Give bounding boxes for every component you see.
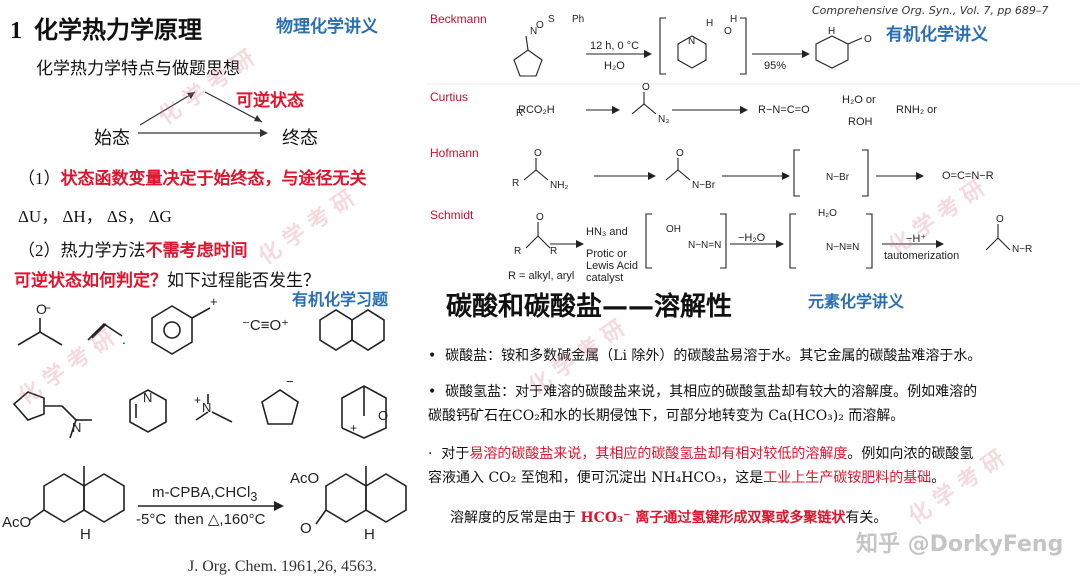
bullet-4: 溶解度的反常是由于 HCO₃⁻ 离子通过氢键形成双聚或多聚链状有关。 xyxy=(450,510,888,526)
bullet-3: · 对于易溶的碳酸盐来说，其相应的碳酸氢盐却有相对较低的溶解度。例如向浓的碳酸氢… xyxy=(428,446,974,486)
reversible-state-label: 可逆状态 xyxy=(236,91,304,110)
svg-text:O: O xyxy=(996,214,1004,225)
svg-text:N−Br: N−Br xyxy=(826,172,850,183)
svg-text:N−R: N−R xyxy=(1012,244,1032,255)
svg-text:O: O xyxy=(642,82,650,93)
svg-text:N: N xyxy=(143,390,152,405)
svg-text:H: H xyxy=(828,26,835,37)
beckmann-cond-2: H₂O xyxy=(604,60,625,72)
svg-text:R: R xyxy=(550,246,557,257)
tag-organic-notes: 有机化学讲义 xyxy=(886,25,988,45)
rxn-hofmann: Hofmann xyxy=(430,146,479,160)
svg-text:R: R xyxy=(516,108,523,119)
rxn-schmidt: Schmidt xyxy=(430,208,474,222)
h-left: H xyxy=(80,526,91,543)
svg-text:Ph: Ph xyxy=(572,14,584,25)
schmidt-taut: tautomerization xyxy=(884,250,960,262)
svg-text:+: + xyxy=(350,421,357,435)
section-heading: 1 化学热力学原理 xyxy=(10,10,202,45)
tag-inorganic: 元素化学讲义 xyxy=(808,292,905,311)
tag-physchem: 物理化学讲义 xyxy=(276,17,378,37)
svg-text:O: O xyxy=(536,212,544,223)
svg-text:O: O xyxy=(676,148,684,159)
svg-text:S: S xyxy=(548,14,555,25)
beckmann-yield: 95% xyxy=(764,60,787,72)
schmidt-cond-2: Protic or xyxy=(586,248,627,260)
ion-co: ⁻C≡O⁺ xyxy=(242,317,290,334)
schmidt-cond-4: catalyst xyxy=(586,272,624,284)
state-arrows xyxy=(138,91,268,137)
svg-text:O: O xyxy=(724,26,732,37)
svg-text:N: N xyxy=(530,26,537,37)
schmidt-h: −H⁺ xyxy=(906,233,927,245)
citation: J. Org. Chem. 1961,26, 4563. xyxy=(188,558,378,575)
rxn-beckmann: Beckmann xyxy=(430,12,487,26)
svg-text:OH: OH xyxy=(666,224,681,235)
named-reactions-scheme: N O S Ph H O H N H O O N₃ O NH₂ O N−Br N… xyxy=(426,14,1080,269)
curtius-prod: RNH₂ or xyxy=(896,104,937,116)
schmidt-r: R = alkyl, aryl xyxy=(508,270,575,282)
svg-text:N₃: N₃ xyxy=(658,114,669,125)
bullet-2: • 碳酸氢盐：对于难溶的碳酸盐来说，其相应的碳酸氢盐却有较大的溶解度。例如难溶的… xyxy=(428,384,978,424)
svg-text:H₂O: H₂O xyxy=(818,208,837,219)
question-line: 可逆状态如何判定？如下过程能否发生？ xyxy=(14,271,320,290)
left-panel: 1 化学热力学原理 物理化学讲义 化学热力学特点与做题思想 可逆状态 始态 终态… xyxy=(0,0,440,585)
svg-text:H: H xyxy=(706,18,713,29)
curtius-cond-2: ROH xyxy=(848,116,873,128)
acetoxy-right: AcO xyxy=(290,470,320,487)
svg-text:N: N xyxy=(72,420,81,435)
final-state: 终态 xyxy=(282,128,318,148)
svg-text:NH₂: NH₂ xyxy=(550,180,568,191)
reagent-line-1: m-CPBA,CHCl3 xyxy=(152,484,258,504)
hofmann-prod: O=C=N−R xyxy=(942,170,994,182)
svg-text:O: O xyxy=(36,301,47,317)
state-functions: ΔU， ΔH， ΔS， ΔG xyxy=(18,207,172,226)
curtius-cond-1: H₂O or xyxy=(842,94,876,106)
initial-state: 始态 xyxy=(94,128,130,148)
curtius-iso: R−N=C=O xyxy=(758,104,810,116)
svg-text:N−N≡N: N−N≡N xyxy=(826,242,859,253)
reagent-line-2: -5°C then △,160°C xyxy=(136,511,266,528)
svg-text:−: − xyxy=(286,374,294,389)
svg-text:N−N=N: N−N=N xyxy=(688,240,721,251)
svg-text:N: N xyxy=(688,36,695,47)
rxn-curtius: Curtius xyxy=(430,90,469,104)
svg-text:R: R xyxy=(512,178,519,189)
section-title: 化学热力学原理 xyxy=(34,18,202,44)
svg-text:−: − xyxy=(44,301,51,315)
schmidt-water: −H₂O xyxy=(738,232,766,244)
svg-text:H: H xyxy=(730,14,737,25)
schmidt-cond-1: HN₃ and xyxy=(586,226,628,238)
source-reference: Comprehensive Org. Syn., Vol. 7, pp 689–… xyxy=(812,4,1049,17)
structures-grid: O − . + N N N + − O + xyxy=(12,294,388,439)
bullet-1: • 碳酸盐：铵和多数碱金属（Li 除外）的碳酸盐易溶于水。其它金属的碳酸盐难溶于… xyxy=(428,348,982,364)
svg-text:O: O xyxy=(534,148,542,159)
tag-organic-exercise: 有机化学习题 xyxy=(292,290,389,309)
schmidt-cond-3: Lewis Acid xyxy=(586,260,638,272)
svg-text:+: + xyxy=(194,393,201,407)
subtitle: 化学热力学特点与做题思想 xyxy=(36,59,240,78)
svg-text:N−Br: N−Br xyxy=(692,180,716,191)
epoxidation-scheme xyxy=(29,466,407,525)
carbonate-title: 碳酸和碳酸盐——溶解性 xyxy=(446,292,733,322)
right-panel: Comprehensive Org. Syn., Vol. 7, pp 689–… xyxy=(426,0,1080,585)
svg-text:.: . xyxy=(122,331,126,347)
acetoxy-left: AcO xyxy=(2,514,32,531)
svg-text:O: O xyxy=(378,408,388,423)
point-2: （2）热力学方法不需考虑时间 xyxy=(18,241,248,260)
svg-text:O: O xyxy=(536,20,544,31)
curtius-start: RCO₂H xyxy=(518,104,555,116)
beckmann-cond-1: 12 h, 0 °C xyxy=(590,40,640,52)
section-number: 1 xyxy=(10,18,22,44)
ketone-o: O xyxy=(300,520,312,537)
svg-text:O: O xyxy=(864,34,872,45)
h-right: H xyxy=(364,526,375,543)
watermark-zhihu: 知乎 @DorkyFeng xyxy=(856,532,1064,557)
svg-text:R: R xyxy=(514,246,521,257)
svg-text:N: N xyxy=(202,400,211,415)
svg-text:+: + xyxy=(210,294,218,309)
point-1: （1）状态函数变量决定于始终态，与途径无关 xyxy=(18,169,367,188)
